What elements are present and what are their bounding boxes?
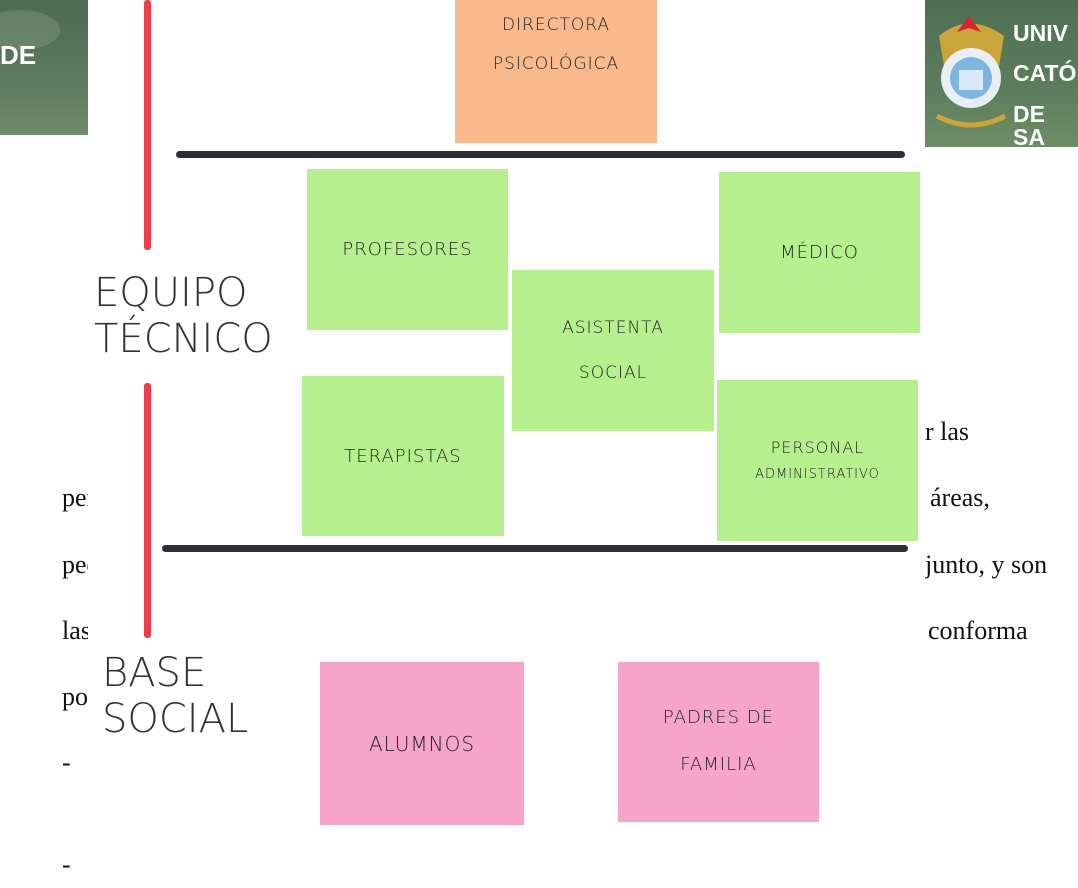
divider-top <box>176 151 905 158</box>
note-text: PSICOLÓGICA <box>492 54 620 75</box>
label-base-social: BASE SOCIAL <box>102 650 248 742</box>
note-text: DIRECTORA <box>501 15 611 35</box>
note-text: SOCIAL <box>578 362 648 383</box>
header-banner-left: DE <box>0 0 88 135</box>
doc-line: - <box>62 850 71 879</box>
note-profesores: PROFESORES <box>307 169 508 330</box>
university-name-line: CATÓ <box>1013 60 1077 86</box>
university-name-line: DE SA <box>1013 101 1045 148</box>
note-text: ASISTENTA <box>562 318 664 339</box>
note-alumnos: ALUMNOS <box>320 662 524 825</box>
note-text: PERSONAL <box>770 437 865 457</box>
university-name-line: UNIV <box>1013 20 1068 46</box>
note-terapistas: TERAPISTAS <box>302 376 504 536</box>
label-line: EQUIPO <box>94 270 248 316</box>
university-logo-icon <box>935 16 1007 128</box>
note-asistenta-social: ASISTENTA SOCIAL <box>512 270 714 431</box>
org-diagram: DIRECTORA PSICOLÓGICA EQUIPO TÉCNICO PRO… <box>88 0 925 888</box>
note-text: PROFESORES <box>342 239 473 260</box>
label-equipo-tecnico: EQUIPO TÉCNICO <box>94 270 273 362</box>
doc-line: r las <box>925 417 970 446</box>
banner-title-fragment: DE <box>0 40 37 70</box>
doc-line: - <box>62 748 71 777</box>
note-text: PADRES DE <box>662 707 775 729</box>
doc-line: áreas, <box>930 483 990 512</box>
note-padres-de-familia: PADRES DE FAMILIA <box>618 662 819 822</box>
red-vertical-line-middle <box>144 383 151 638</box>
note-text: MÉDICO <box>780 242 859 263</box>
header-banner-right: UNIV CATÓ DE SA <box>925 0 1078 147</box>
note-text: ALUMNOS <box>368 731 476 756</box>
note-personal-administrativo: PERSONAL ADMINISTRATIVO <box>717 380 918 541</box>
label-line: BASE <box>102 650 207 696</box>
note-medico: MÉDICO <box>719 172 920 333</box>
note-text: TERAPISTAS <box>344 445 462 467</box>
divider-bottom <box>162 545 908 552</box>
doc-line: conforma <box>928 616 1028 645</box>
note-text: ADMINISTRATIVO <box>755 467 880 483</box>
red-vertical-line-top <box>144 0 151 250</box>
note-text: FAMILIA <box>680 754 757 775</box>
label-line: TÉCNICO <box>94 316 273 362</box>
note-directora-psicologica: DIRECTORA PSICOLÓGICA <box>455 0 657 143</box>
doc-line: junto, y son <box>925 550 1048 579</box>
label-line: SOCIAL <box>102 696 249 742</box>
